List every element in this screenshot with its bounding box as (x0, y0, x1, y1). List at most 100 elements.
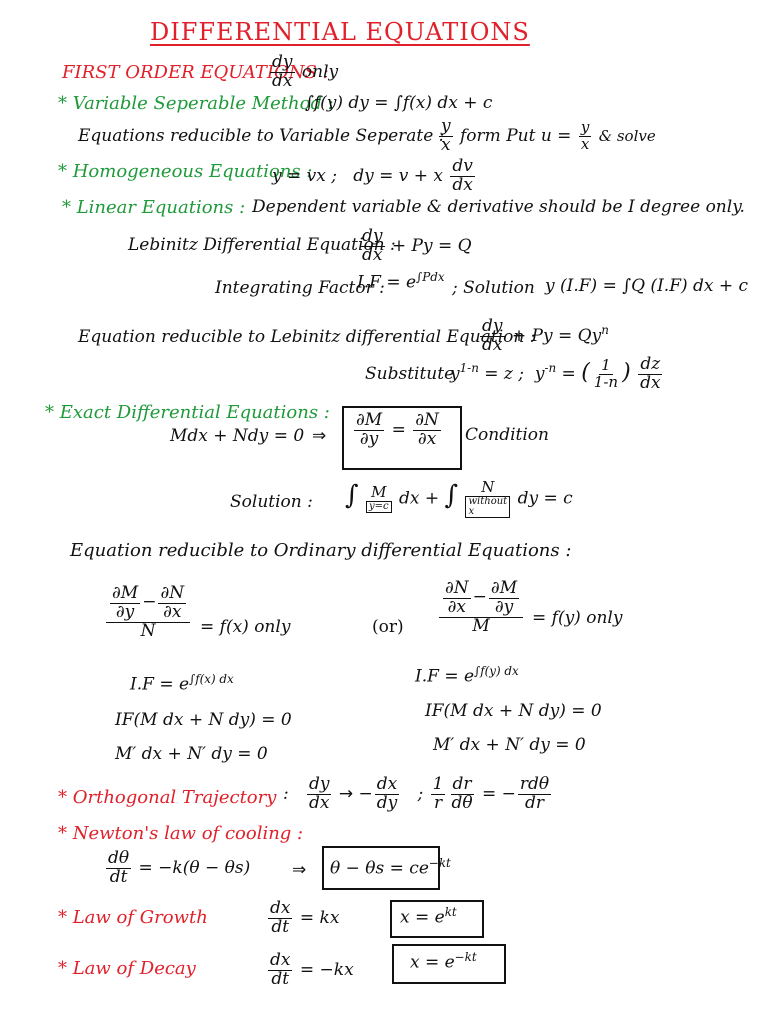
ortho-f4-den: dr (525, 792, 545, 813)
leibnitz-label: Lebinitz Differential Equation : (128, 235, 396, 255)
exact-solution-label: Solution : (230, 492, 313, 512)
growth-num: dx (268, 898, 293, 919)
linear-heading: * Linear Equations : (62, 197, 246, 218)
sub-dz: dz (638, 354, 663, 375)
ordinary-right-l3: M′ dx + N′ dy = 0 (433, 735, 586, 755)
ortho-colon: : (283, 783, 289, 804)
homogeneous-f2: dy = v + x (353, 165, 443, 186)
sub-one: 1 (599, 356, 613, 375)
newton-heading: * Newton's law of cooling : (58, 823, 304, 844)
right-if-base: I.F = e (415, 666, 475, 687)
right-num-a: ∂N (443, 578, 471, 599)
sub-f1-rest: = z ; (484, 363, 525, 384)
left-num-b: ∂N (158, 583, 187, 604)
right-den-b: ∂y (494, 596, 514, 617)
decay-heading: * Law of Decay (58, 958, 196, 979)
sol-x: x (468, 505, 475, 517)
sol-without: without (468, 495, 508, 507)
ortho-f4-num: rdθ (517, 774, 552, 795)
sub-f1-exp: 1-n (459, 361, 479, 376)
sub-dx: dx (640, 372, 661, 393)
red-exp: n (601, 323, 609, 338)
put-den: x (580, 134, 590, 153)
decay-den: dt (271, 968, 290, 989)
ordinary-left-fraction: ∂M∂y − ∂N∂x N (104, 583, 192, 641)
ordinary-left-if: I.F = e∫f(x) dx (130, 672, 234, 695)
newton-implies: ⇒ (292, 860, 307, 880)
orthogonal-heading: * Orthogonal Trajectory (58, 787, 277, 808)
if-base: I.F = e (357, 272, 417, 293)
ordinary-left-l2: IF(M dx + N dy) = 0 (115, 710, 292, 730)
growth-result-box (390, 900, 484, 938)
ordinary-or: (or) (372, 617, 404, 637)
ordinary-right-l2: IF(M dx + N dy) = 0 (425, 701, 602, 721)
leib-rest: + Py = Q (391, 235, 472, 256)
newton-result-box (322, 846, 440, 890)
right-num-b: ∂M (488, 578, 520, 599)
put-num: y (578, 118, 592, 137)
ordinary-left-eq: = f(x) only (200, 617, 291, 637)
red-num: dy (480, 316, 505, 337)
sub-f2-base: y (534, 363, 545, 384)
variable-separable-heading: * Variable Seperable Method : (58, 93, 334, 114)
ortho-f2-minus: − (358, 783, 373, 804)
growth-den: dt (271, 916, 290, 937)
ortho-f2-num: dx (374, 774, 400, 795)
variable-separable-formula: ∫f(y) dy = ∫f(x) dx + c (305, 93, 493, 113)
right-den: M (472, 615, 490, 636)
right-den-a: ∂x (447, 596, 467, 617)
left-den-b: ∂x (163, 601, 182, 622)
ordinary-heading: Equation reducible to Ordinary different… (70, 540, 572, 561)
decay-result: x = e−kt (410, 950, 477, 973)
sub-f1-base: y (450, 363, 460, 384)
homogeneous-den: dx (452, 174, 473, 195)
left-den: N (140, 620, 156, 641)
sub-1n: 1-n (593, 372, 619, 391)
reducible-variable-separate: Equations reducible to Variable Seperate… (78, 126, 445, 146)
growth-result-exp: kt (444, 905, 457, 919)
left-num-a: ∂M (110, 583, 141, 604)
decay-result-exp: −kt (454, 950, 477, 964)
exact-dx: ∂x (417, 428, 437, 449)
page-title: DIFFERENTIAL EQUATIONS (150, 18, 530, 46)
sol-dy: dy = c (517, 488, 573, 509)
put-text: Put u = (506, 125, 572, 146)
homogeneous-heading: * Homogeneous Equations : (58, 161, 313, 182)
exact-heading: * Exact Differential Equations : (45, 402, 330, 423)
first-order-only: only (301, 61, 339, 82)
if-label: Integrating Factor : (215, 278, 385, 298)
ortho-f3b-num: dr (450, 774, 474, 795)
newton-den: dt (109, 866, 128, 887)
decay-num: dx (268, 950, 293, 971)
ortho-arrow: → (338, 783, 354, 804)
exact-condition-formula: ∂M∂y = ∂N∂x (352, 410, 443, 449)
exact-dN: ∂N (413, 410, 441, 431)
exact-condition-box (342, 406, 462, 470)
form-den: x (441, 134, 451, 155)
ortho-f3-den: r (433, 792, 443, 813)
leib-num: dy (360, 226, 385, 247)
red-rest: + Py = Qy (511, 325, 602, 346)
solution-label: ; Solution (452, 278, 535, 298)
solution-formula: y (I.F) = ∫Q (I.F) dx + c (545, 276, 749, 296)
sol-N: N (481, 478, 495, 496)
newton-num: dθ (106, 848, 132, 869)
newton-result-exp: −kt (428, 856, 451, 870)
right-if-exp: ∫f(y) dx (474, 664, 519, 678)
sol-ycon: y=c (365, 500, 392, 513)
linear-note: Dependent variable & derivative should b… (252, 197, 745, 217)
ortho-f2-den: dy (376, 792, 398, 813)
decay-result-base: x = e (410, 952, 455, 973)
if-formula: I.F = e∫Pdx (357, 270, 445, 293)
growth-result: x = ekt (400, 905, 457, 928)
form-num: y (439, 116, 453, 137)
sol-int1: ∫ (345, 480, 359, 511)
homogeneous-f1: y = vx ; (272, 165, 337, 186)
solve-text: & solve (598, 126, 656, 145)
